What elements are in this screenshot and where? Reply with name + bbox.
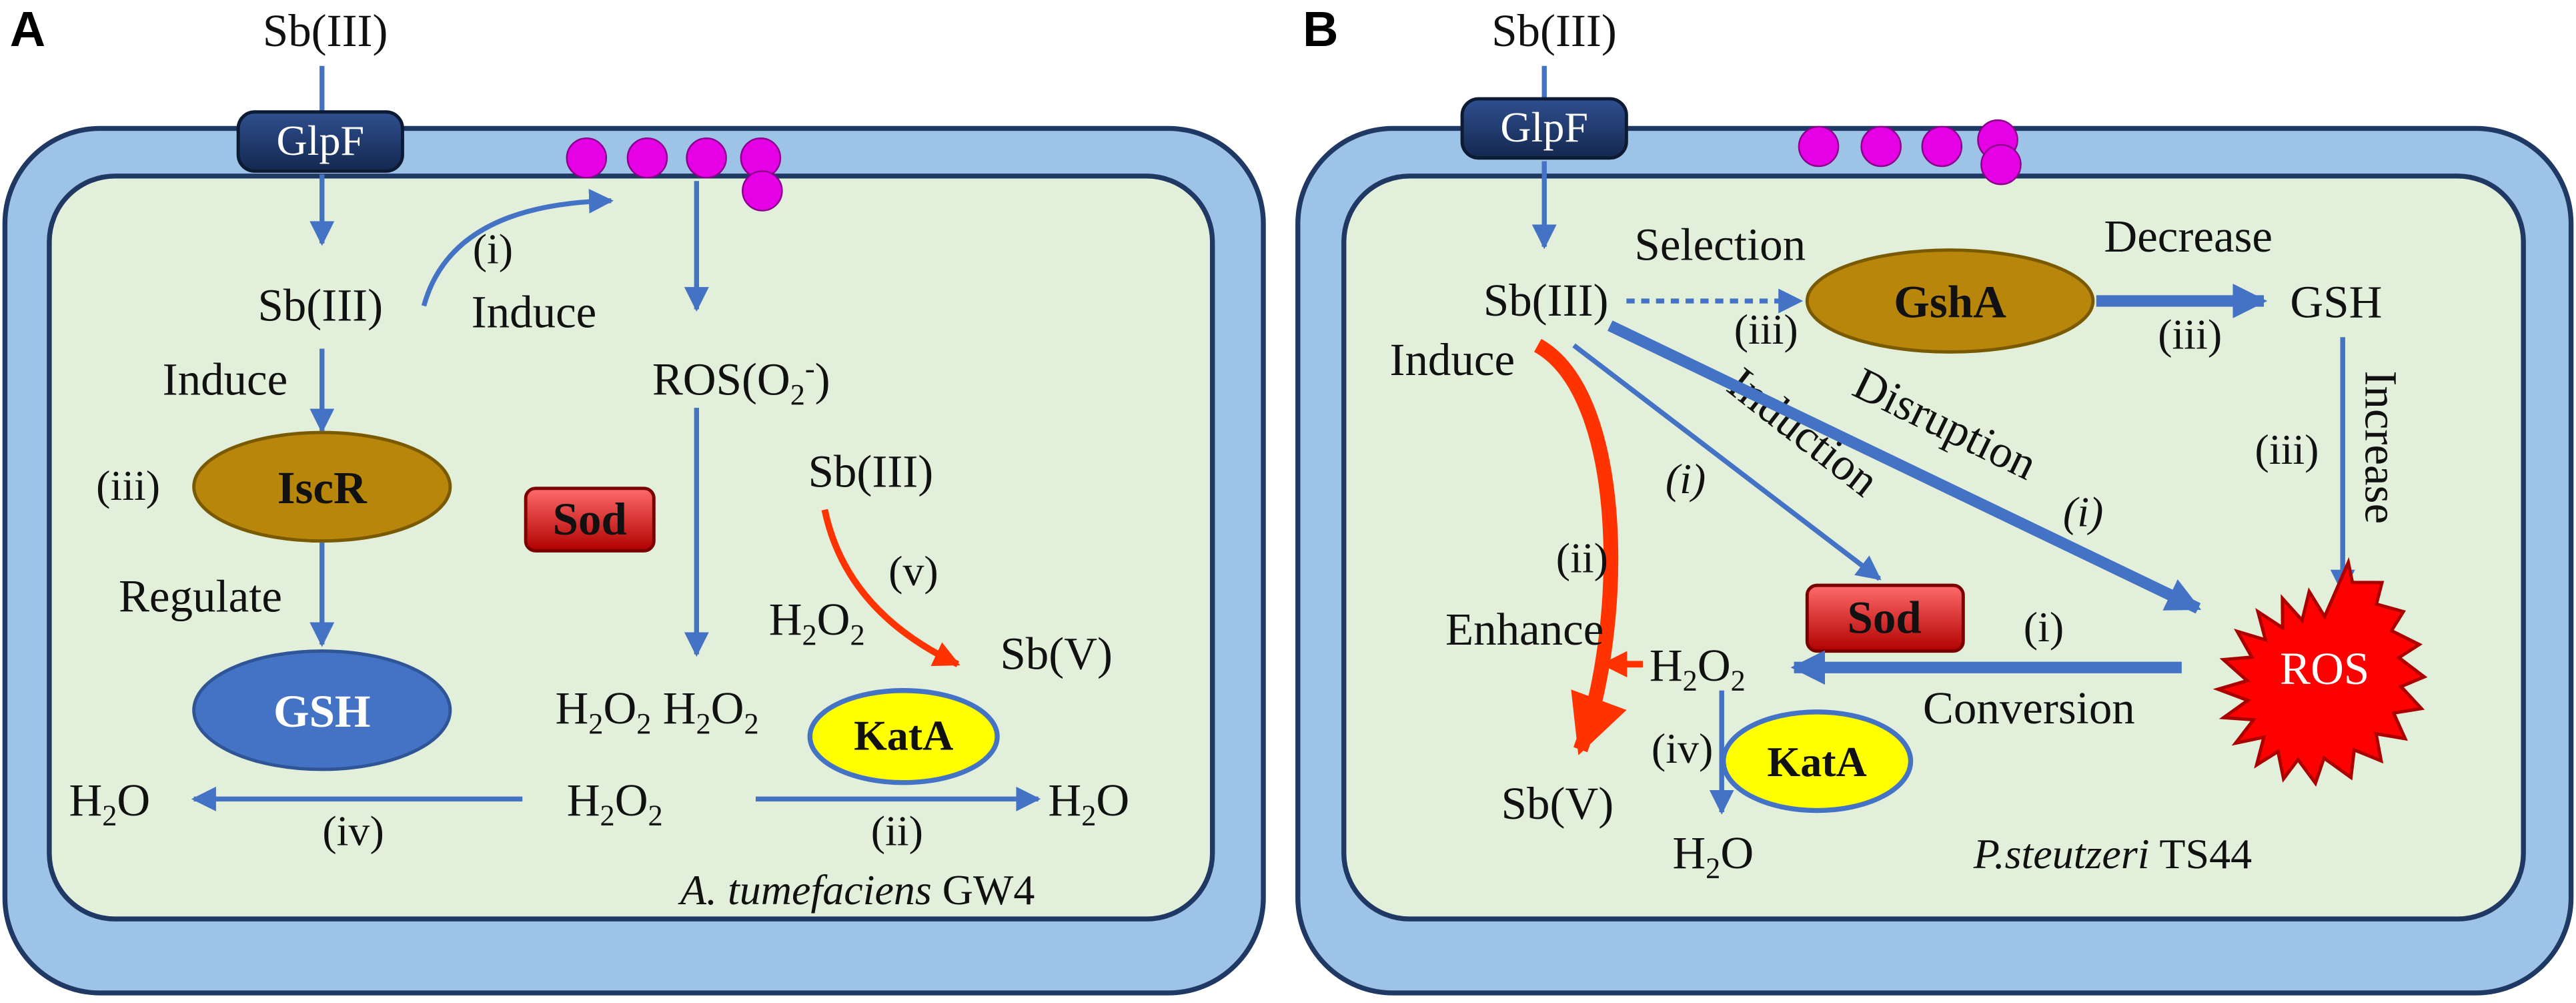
panel-b-glpf-label: GlpF xyxy=(1500,103,1588,151)
panel-b-sb5: Sb(V) xyxy=(1501,778,1614,829)
disruption-arrow xyxy=(1607,320,2202,614)
induce-ros-curve-arrow xyxy=(421,188,614,307)
enhance-red-curve-arrow xyxy=(1533,338,1627,755)
panel-a-step-ii: (ii) xyxy=(871,807,923,854)
panel-a-step-v: (v) xyxy=(888,547,938,595)
gsh-node xyxy=(192,649,452,771)
pore-icon xyxy=(742,170,783,212)
panel-a-organism: A. tumefaciens GW4 xyxy=(678,866,1035,914)
panel-a: A Sb(III) GlpF Sb(III) (i) Induce ROS(O2… xyxy=(2,1,1266,996)
panel-b-gsha: GshA xyxy=(1894,277,2006,328)
panel-b-sb3-top: Sb(III) xyxy=(1491,5,1617,56)
panel-b-sb3-cell: Sb(III) xyxy=(1483,275,1609,326)
panel-b-ros: ROS xyxy=(2280,643,2369,694)
panel-b-enhance: Enhance xyxy=(1445,604,1603,655)
panel-b-pores xyxy=(1798,119,2022,186)
iscr-node xyxy=(192,430,452,543)
ros-star-burst xyxy=(2212,557,2428,787)
panel-b-step-i-italic-b: (i) xyxy=(2063,488,2103,535)
panel-a-letter: A xyxy=(10,1,45,57)
sb3-oxidation-red-arrow xyxy=(821,509,960,667)
panel-a-sod-node xyxy=(524,486,656,553)
panel-a-step-iii: (iii) xyxy=(96,462,160,509)
induction-arrow xyxy=(1572,343,1882,581)
panel-a-h2o-left: H2O xyxy=(69,775,150,832)
panel-b-increase: Increase xyxy=(2356,370,2407,524)
panel-a-kata-node xyxy=(807,688,1000,785)
panel-b-letter: B xyxy=(1303,1,1338,57)
panel-b-gsh: GSH xyxy=(2290,277,2382,328)
panel-b-h2o: H2O xyxy=(1672,827,1754,885)
panel-b-step-iv: (iv) xyxy=(1652,725,1713,772)
pore-icon xyxy=(686,137,727,179)
panel-a-ros: ROS(O2-) xyxy=(652,352,830,411)
panel-a-h2o2-pair: H2O2 H2O2 xyxy=(555,683,758,740)
panel-b-selection: Selection xyxy=(1634,219,1806,270)
panel-b-step-i-plain: (i) xyxy=(2024,603,2064,651)
panel-b-decrease: Decrease xyxy=(2104,211,2273,262)
panel-a-kata: KatA xyxy=(854,711,953,759)
panel-b-organism: P.steutzeri TS44 xyxy=(1973,830,2252,878)
panel-a-sb3-top: Sb(III) xyxy=(263,5,388,56)
panel-b-induce: Induce xyxy=(1389,334,1515,385)
panel-a-glpf-channel xyxy=(236,110,404,173)
panel-a-pores xyxy=(566,137,783,212)
panel-b-glpf-channel xyxy=(1460,97,1628,160)
panel-a-sb3-cell: Sb(III) xyxy=(257,280,383,331)
pore-icon xyxy=(626,137,668,179)
gsha-node xyxy=(1805,248,2095,354)
panel-a-h2o-right: H2O xyxy=(1048,775,1129,832)
pore-icon xyxy=(1921,125,1963,168)
panel-b-step-iii-a: (iii) xyxy=(1734,306,1798,353)
panel-a-h2o2-v: H2O2 xyxy=(769,594,865,651)
panel-a-glpf-label: GlpF xyxy=(276,117,364,164)
pore-icon xyxy=(1980,143,2022,186)
panel-b-step-i-italic-a: (i) xyxy=(1666,455,1706,503)
pore-icon xyxy=(1860,125,1902,168)
panel-b-h2o2: H2O2 xyxy=(1650,640,1746,697)
panel-b-step-iii-b: (iii) xyxy=(2158,310,2222,358)
panel-b-sod: Sod xyxy=(1847,593,1921,643)
panel-b-sod-node xyxy=(1805,583,1965,653)
panel-b-cytoplasm xyxy=(1341,174,2526,922)
panel-b-step-ii: (ii) xyxy=(1556,534,1608,581)
panel-a-sb3-right: Sb(III) xyxy=(808,446,934,496)
panel-b-conversion: Conversion xyxy=(1923,683,2135,733)
panel-a-regulate: Regulate xyxy=(119,571,282,622)
panel-b: B Sb(III) GlpF Sb(III) Selection (iii) G… xyxy=(1295,1,2574,996)
pore-icon xyxy=(1798,125,1840,168)
panel-a-sb5: Sb(V) xyxy=(1000,629,1113,679)
panel-a-sod: Sod xyxy=(553,494,627,545)
pore-icon xyxy=(566,137,608,179)
panel-b-kata-node xyxy=(1721,709,1914,813)
panel-b-kata: KatA xyxy=(1767,738,1866,785)
panel-a-induce-i: Induce xyxy=(472,286,597,337)
panel-a-step-iv: (iv) xyxy=(322,807,384,854)
panel-a-step-i: (i) xyxy=(473,225,513,272)
panel-a-h2o2-bottom: H2O2 xyxy=(567,775,663,832)
panel-a-induce-left: Induce xyxy=(163,354,288,404)
panel-a-iscr: IscR xyxy=(277,462,368,513)
panel-a-gsh: GSH xyxy=(273,686,371,737)
panel-b-step-iii-c: (iii) xyxy=(2255,426,2319,473)
